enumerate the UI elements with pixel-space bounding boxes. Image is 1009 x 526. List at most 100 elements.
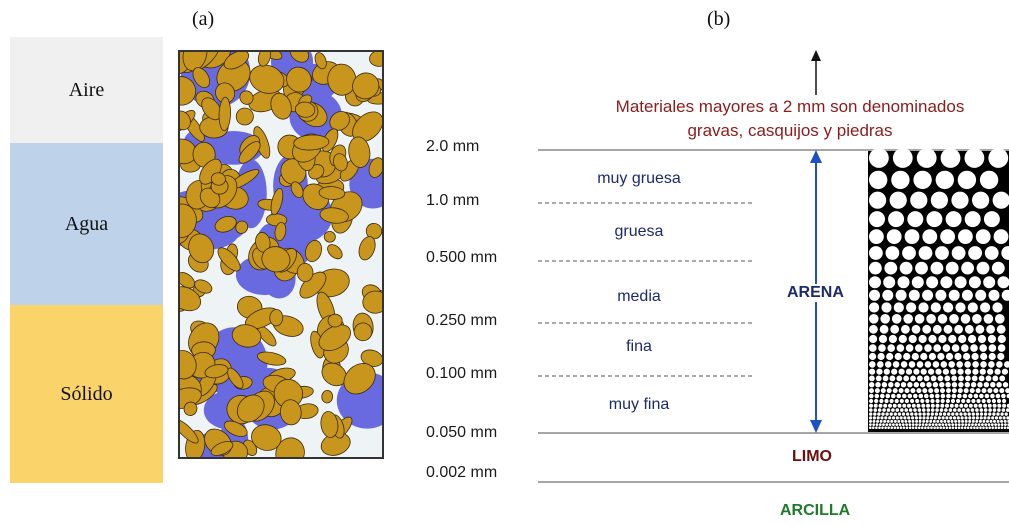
sieve-hole bbox=[869, 246, 883, 260]
sieve-hole bbox=[878, 344, 886, 352]
sieve-hole bbox=[925, 423, 928, 426]
sieve-hole bbox=[954, 403, 959, 408]
sieve-hole bbox=[930, 375, 937, 382]
sieve-hole bbox=[964, 403, 968, 408]
sieve-hole bbox=[869, 344, 877, 352]
sieve-hole bbox=[908, 334, 917, 344]
sieve-hole bbox=[959, 403, 964, 408]
sieve-hole bbox=[905, 368, 913, 375]
sieve-hole bbox=[903, 314, 913, 324]
sieve-hole bbox=[1003, 419, 1007, 423]
sieve-hole bbox=[930, 191, 949, 209]
sieve-hole bbox=[967, 302, 978, 313]
sieve-hole bbox=[882, 408, 886, 412]
sieve-hole bbox=[954, 352, 962, 361]
sieve-hole bbox=[881, 382, 888, 388]
sand-arrow-head-up bbox=[810, 150, 822, 163]
soil-grain bbox=[192, 67, 211, 89]
sieve-hole bbox=[902, 426, 906, 430]
sieve-hole bbox=[891, 416, 896, 420]
sieve-hole bbox=[922, 324, 932, 334]
sieve-hole bbox=[929, 393, 935, 399]
sieve-hole bbox=[926, 408, 931, 412]
sieve-hole bbox=[987, 403, 992, 408]
sieve-hole bbox=[975, 416, 980, 420]
sieve-hole bbox=[891, 393, 896, 399]
sieve-hole bbox=[972, 314, 982, 324]
phase-air-label: Aire bbox=[68, 78, 105, 101]
soil-grain bbox=[235, 107, 254, 126]
sieve-hole bbox=[869, 368, 876, 375]
gravel-note-line2: gravas, casquijos y piedras bbox=[687, 121, 893, 140]
sieve-hole bbox=[968, 246, 982, 260]
sieve-hole bbox=[897, 403, 902, 408]
sieve-hole bbox=[975, 229, 991, 245]
sieve-hole bbox=[911, 324, 921, 334]
sieve-hole bbox=[869, 276, 881, 289]
sieve-hole bbox=[930, 426, 933, 430]
sieve-hole bbox=[979, 393, 984, 399]
sieve-hole bbox=[895, 416, 899, 420]
sieve-hole bbox=[957, 388, 963, 394]
sieve-hole bbox=[942, 412, 947, 416]
sieve-hole bbox=[950, 398, 956, 404]
sieve-hole bbox=[930, 302, 941, 313]
sieve-hole bbox=[920, 398, 925, 404]
sieve-hole bbox=[995, 393, 1001, 399]
sieve-hole bbox=[991, 398, 997, 404]
sieve-hole bbox=[869, 426, 872, 430]
sieve-hole bbox=[869, 416, 873, 420]
sieve-hole bbox=[934, 388, 940, 394]
soil-grain bbox=[180, 203, 197, 238]
sieve-hole bbox=[904, 229, 920, 245]
sieve-hole bbox=[981, 388, 987, 394]
sieve-hole bbox=[911, 352, 919, 361]
sieve-hole bbox=[1004, 423, 1007, 426]
sieve-hole bbox=[884, 361, 892, 368]
sieve-hole bbox=[922, 416, 926, 420]
sieve-hole bbox=[949, 416, 953, 420]
soil-grain bbox=[274, 221, 287, 242]
sieve-hole bbox=[983, 403, 988, 408]
sieve-hole bbox=[872, 419, 876, 423]
sieve-hole bbox=[952, 416, 957, 420]
phase-air: Aire bbox=[10, 37, 163, 143]
sieve-hole bbox=[888, 416, 892, 420]
sieve-hole bbox=[975, 412, 980, 416]
sieve-hole bbox=[966, 398, 971, 404]
sieve-hole bbox=[940, 229, 955, 245]
sieve-hole bbox=[954, 423, 958, 426]
sieve-hole bbox=[964, 416, 968, 420]
sieve-hole bbox=[957, 408, 961, 412]
sieve-hole bbox=[979, 426, 982, 430]
sieve-hole bbox=[898, 368, 905, 375]
sieve-hole bbox=[883, 276, 896, 289]
sieve-hole bbox=[954, 419, 958, 423]
sieve-hole bbox=[894, 352, 902, 361]
soil-grain bbox=[218, 96, 231, 132]
sieve-hole bbox=[989, 419, 993, 423]
sieve-hole bbox=[940, 388, 945, 394]
sieve-hole bbox=[983, 314, 994, 324]
sieve-hole bbox=[978, 375, 985, 382]
sieve-hole bbox=[945, 416, 949, 420]
sieve-hole bbox=[878, 403, 883, 408]
sieve-hole bbox=[913, 170, 932, 190]
sieve-hole bbox=[928, 423, 932, 426]
sieve-hole bbox=[924, 361, 932, 368]
soil-grain bbox=[214, 216, 237, 233]
sieve-hole bbox=[920, 352, 928, 361]
sieve-hole bbox=[973, 403, 978, 408]
sieve-hole bbox=[890, 426, 893, 430]
sieve-hole bbox=[883, 403, 888, 408]
sieve-hole bbox=[869, 191, 887, 209]
soil-grain bbox=[210, 441, 234, 456]
sieve-texture bbox=[869, 148, 1009, 430]
sieve-hole bbox=[976, 426, 979, 430]
sieve-hole bbox=[960, 426, 964, 430]
sieve-hole bbox=[941, 423, 945, 426]
sieve-hole bbox=[922, 229, 938, 245]
soil-grain bbox=[327, 313, 343, 328]
soil-grain bbox=[182, 52, 208, 72]
sieve-hole bbox=[930, 412, 934, 416]
